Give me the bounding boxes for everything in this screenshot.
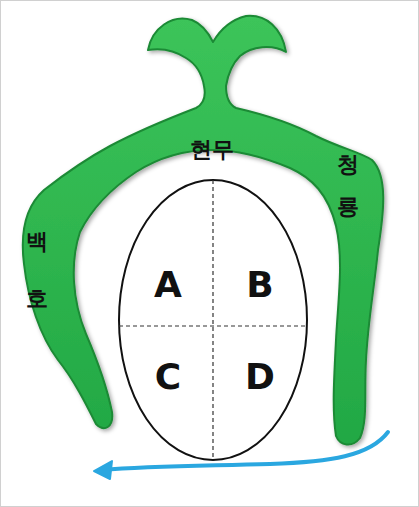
mountain-name: 백호 bbox=[26, 213, 48, 327]
mountain-name: 청룡 bbox=[337, 144, 359, 228]
site-ellipse bbox=[119, 180, 307, 460]
area-letter: C bbox=[155, 356, 181, 397]
divider-vertical bbox=[212, 180, 213, 460]
area-letter: B bbox=[246, 264, 273, 305]
river bbox=[102, 432, 388, 470]
divider-horizontal bbox=[119, 325, 307, 326]
area-letter: D bbox=[245, 356, 275, 397]
mountain-name: 현무 bbox=[190, 135, 234, 165]
area-letter: A bbox=[154, 264, 182, 305]
river-arrowhead bbox=[94, 461, 112, 479]
